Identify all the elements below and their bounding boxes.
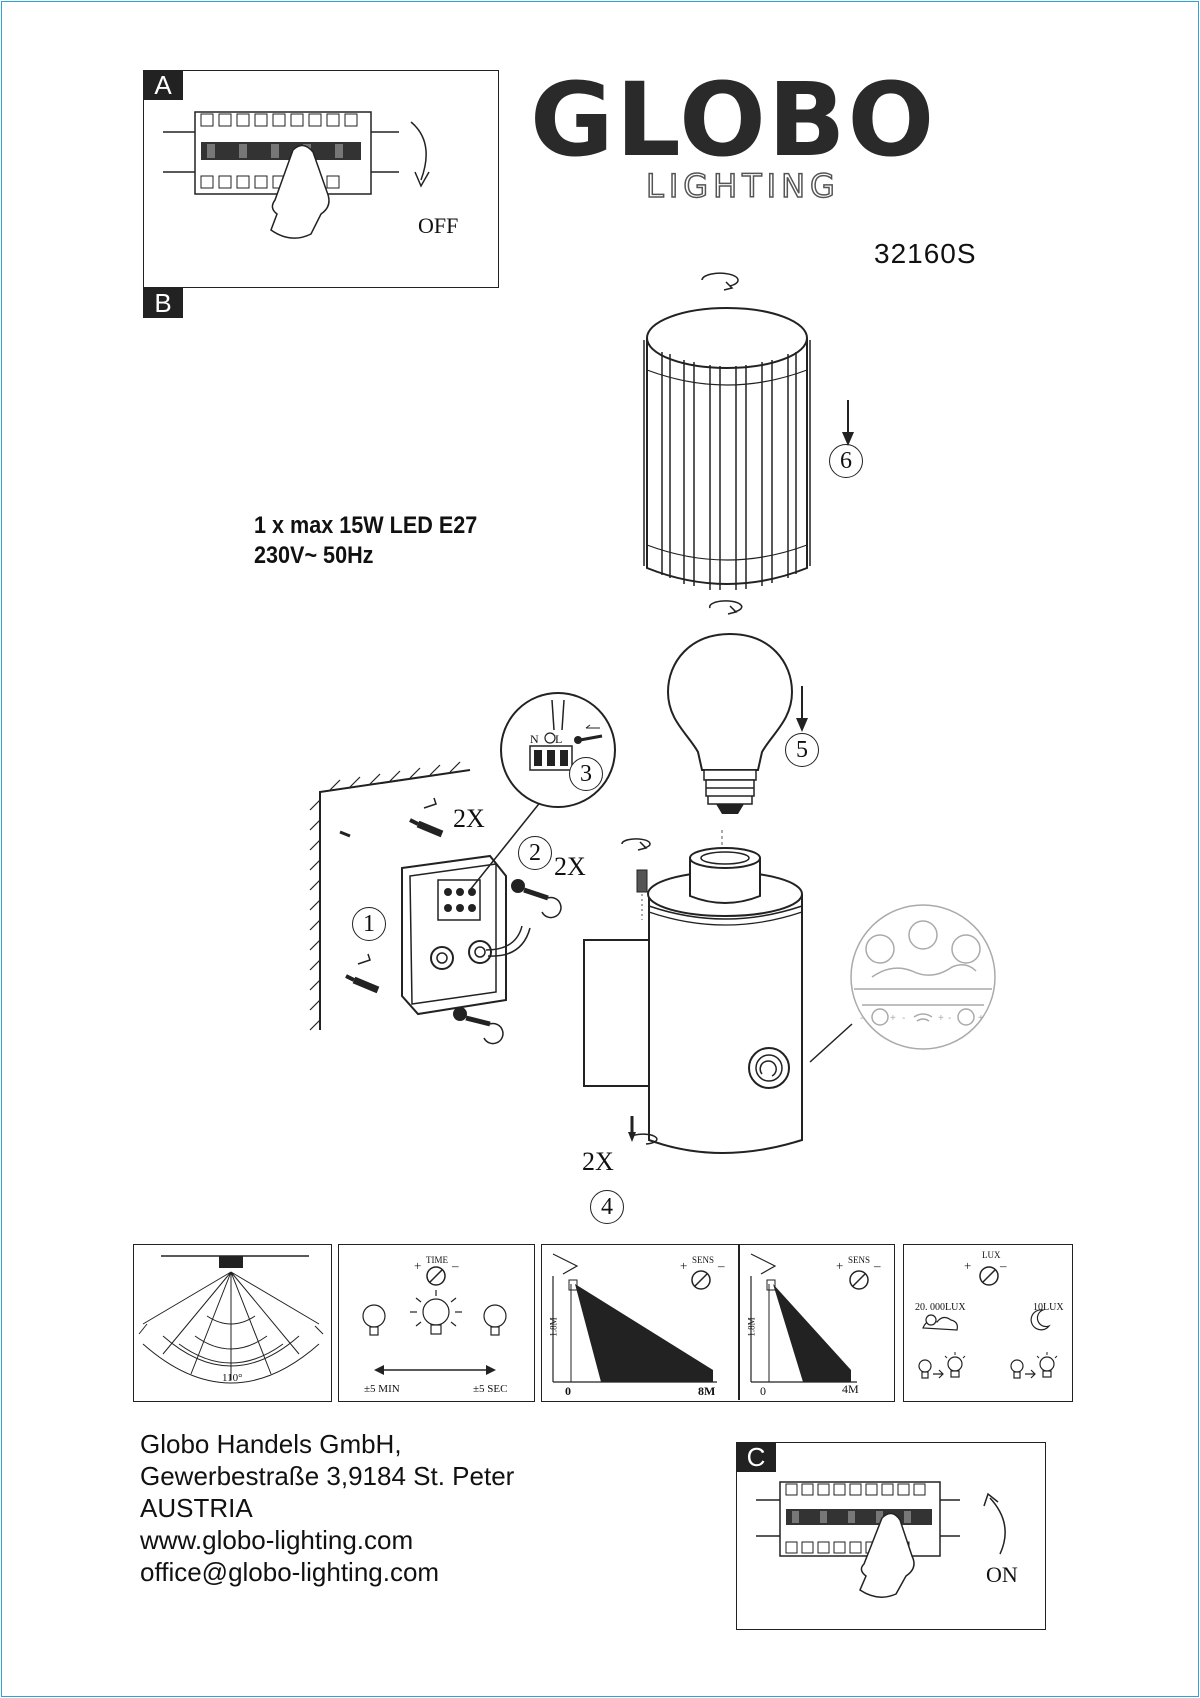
sens-far-label: 8M [698, 1384, 716, 1398]
sens-minus: – [718, 1258, 725, 1273]
sens2-minus: – [874, 1258, 881, 1273]
step-1-number: 1 [363, 911, 375, 937]
time-plus: + [414, 1258, 422, 1273]
svg-text:-: - [948, 1013, 951, 1024]
detection-angle-diagram [138, 1255, 324, 1384]
terminal-detail-illustration [500, 692, 616, 808]
step-1-badge: 1 [352, 907, 386, 941]
lux-day-label: 20. 000LUX [915, 1302, 966, 1313]
sens-plus: + [680, 1258, 688, 1273]
breaker-on-illustration [756, 1481, 1006, 1598]
svg-text:-: - [860, 1013, 863, 1024]
step-b-tag: B [143, 288, 183, 318]
breaker-off-label: OFF [418, 213, 459, 238]
svg-text:+: + [890, 1013, 896, 1024]
sens2-near-label: 4M [842, 1382, 859, 1396]
wall-mounting-illustration [309, 761, 562, 1045]
lux-setting-diagram [918, 1266, 1058, 1379]
time-label: TIME [426, 1255, 448, 1265]
detection-angle-value: 110° [222, 1372, 243, 1384]
step-a-tag: A [143, 70, 183, 100]
company-email: office@globo-lighting.com [140, 1557, 440, 1587]
lamp-body-illustration [583, 830, 853, 1154]
sens2-label: SENS [848, 1255, 871, 1265]
time-setting-diagram [362, 1266, 507, 1375]
breaker-on-label: ON [986, 1562, 1018, 1587]
terminal-n-label: N [530, 732, 539, 746]
sens2-plus: + [836, 1258, 844, 1273]
screw-quantity: 2X [554, 852, 586, 881]
company-country: AUSTRIA [140, 1493, 253, 1523]
step-3-badge: 3 [569, 757, 603, 791]
lux-minus: – [1000, 1258, 1007, 1273]
anchor-quantity: 2X [453, 804, 485, 833]
terminal-l-label: L [555, 732, 563, 746]
sens-zero-label: 0 [565, 1384, 571, 1398]
sensor-detail-illustration: -+-+-+ [850, 904, 996, 1050]
breaker-off-illustration [163, 111, 430, 239]
down-arrow-icon [842, 400, 854, 446]
sens-height-label: 1.8M [548, 1317, 559, 1337]
detection-angle-panel [133, 1244, 332, 1402]
step-2-number: 2 [529, 840, 541, 866]
led-bulb-illustration [666, 600, 794, 814]
spec-power: 230V~ 50Hz [254, 542, 374, 569]
time-min-label: ±5 SEC [473, 1383, 508, 1395]
sens-label: SENS [692, 1255, 715, 1265]
step-5-badge: 5 [785, 733, 819, 767]
sensitivity-divider [738, 1244, 740, 1400]
step-5-number: 5 [796, 737, 808, 763]
svg-text:+: + [978, 1013, 984, 1024]
sensitivity-diagram [552, 1253, 869, 1383]
down-arrow-icon [796, 686, 808, 732]
sens2-zero-label: 0 [760, 1384, 766, 1398]
step-4-number: 4 [601, 1194, 613, 1220]
lux-night-label: 10LUX [1033, 1302, 1064, 1313]
step-2-badge: 2 [518, 836, 552, 870]
time-max-label: ±5 MIN [364, 1383, 400, 1395]
company-address: Globo Handels GmbH, Gewerbestraße 3,9184… [140, 1428, 514, 1588]
spec-bulb: 1 x max 15W LED E27 [254, 512, 478, 539]
brand-logo: GLOBO [530, 61, 937, 180]
svg-text:-: - [902, 1013, 905, 1024]
step-4-badge: 4 [590, 1190, 624, 1224]
step-c-tag: C [736, 1442, 776, 1472]
company-name: Globo Handels GmbH, [140, 1429, 402, 1459]
model-number: 32160S [874, 238, 977, 269]
brand-subtitle: LIGHTING [645, 167, 840, 205]
company-street: Gewerbestraße 3,9184 St. Peter [140, 1461, 515, 1491]
svg-text:+: + [938, 1013, 944, 1024]
step-6-number: 6 [840, 448, 852, 474]
lux-label: LUX [982, 1250, 1001, 1260]
time-minus: – [452, 1258, 459, 1273]
step-3-number: 3 [580, 761, 592, 787]
company-website: www.globo-lighting.com [140, 1525, 414, 1555]
lux-plus: + [964, 1258, 972, 1273]
grub-screw-quantity: 2X [582, 1147, 614, 1176]
sens2-height-label: 1.8M [746, 1317, 757, 1337]
lamp-shade-illustration [643, 272, 811, 590]
step-6-badge: 6 [829, 444, 863, 478]
